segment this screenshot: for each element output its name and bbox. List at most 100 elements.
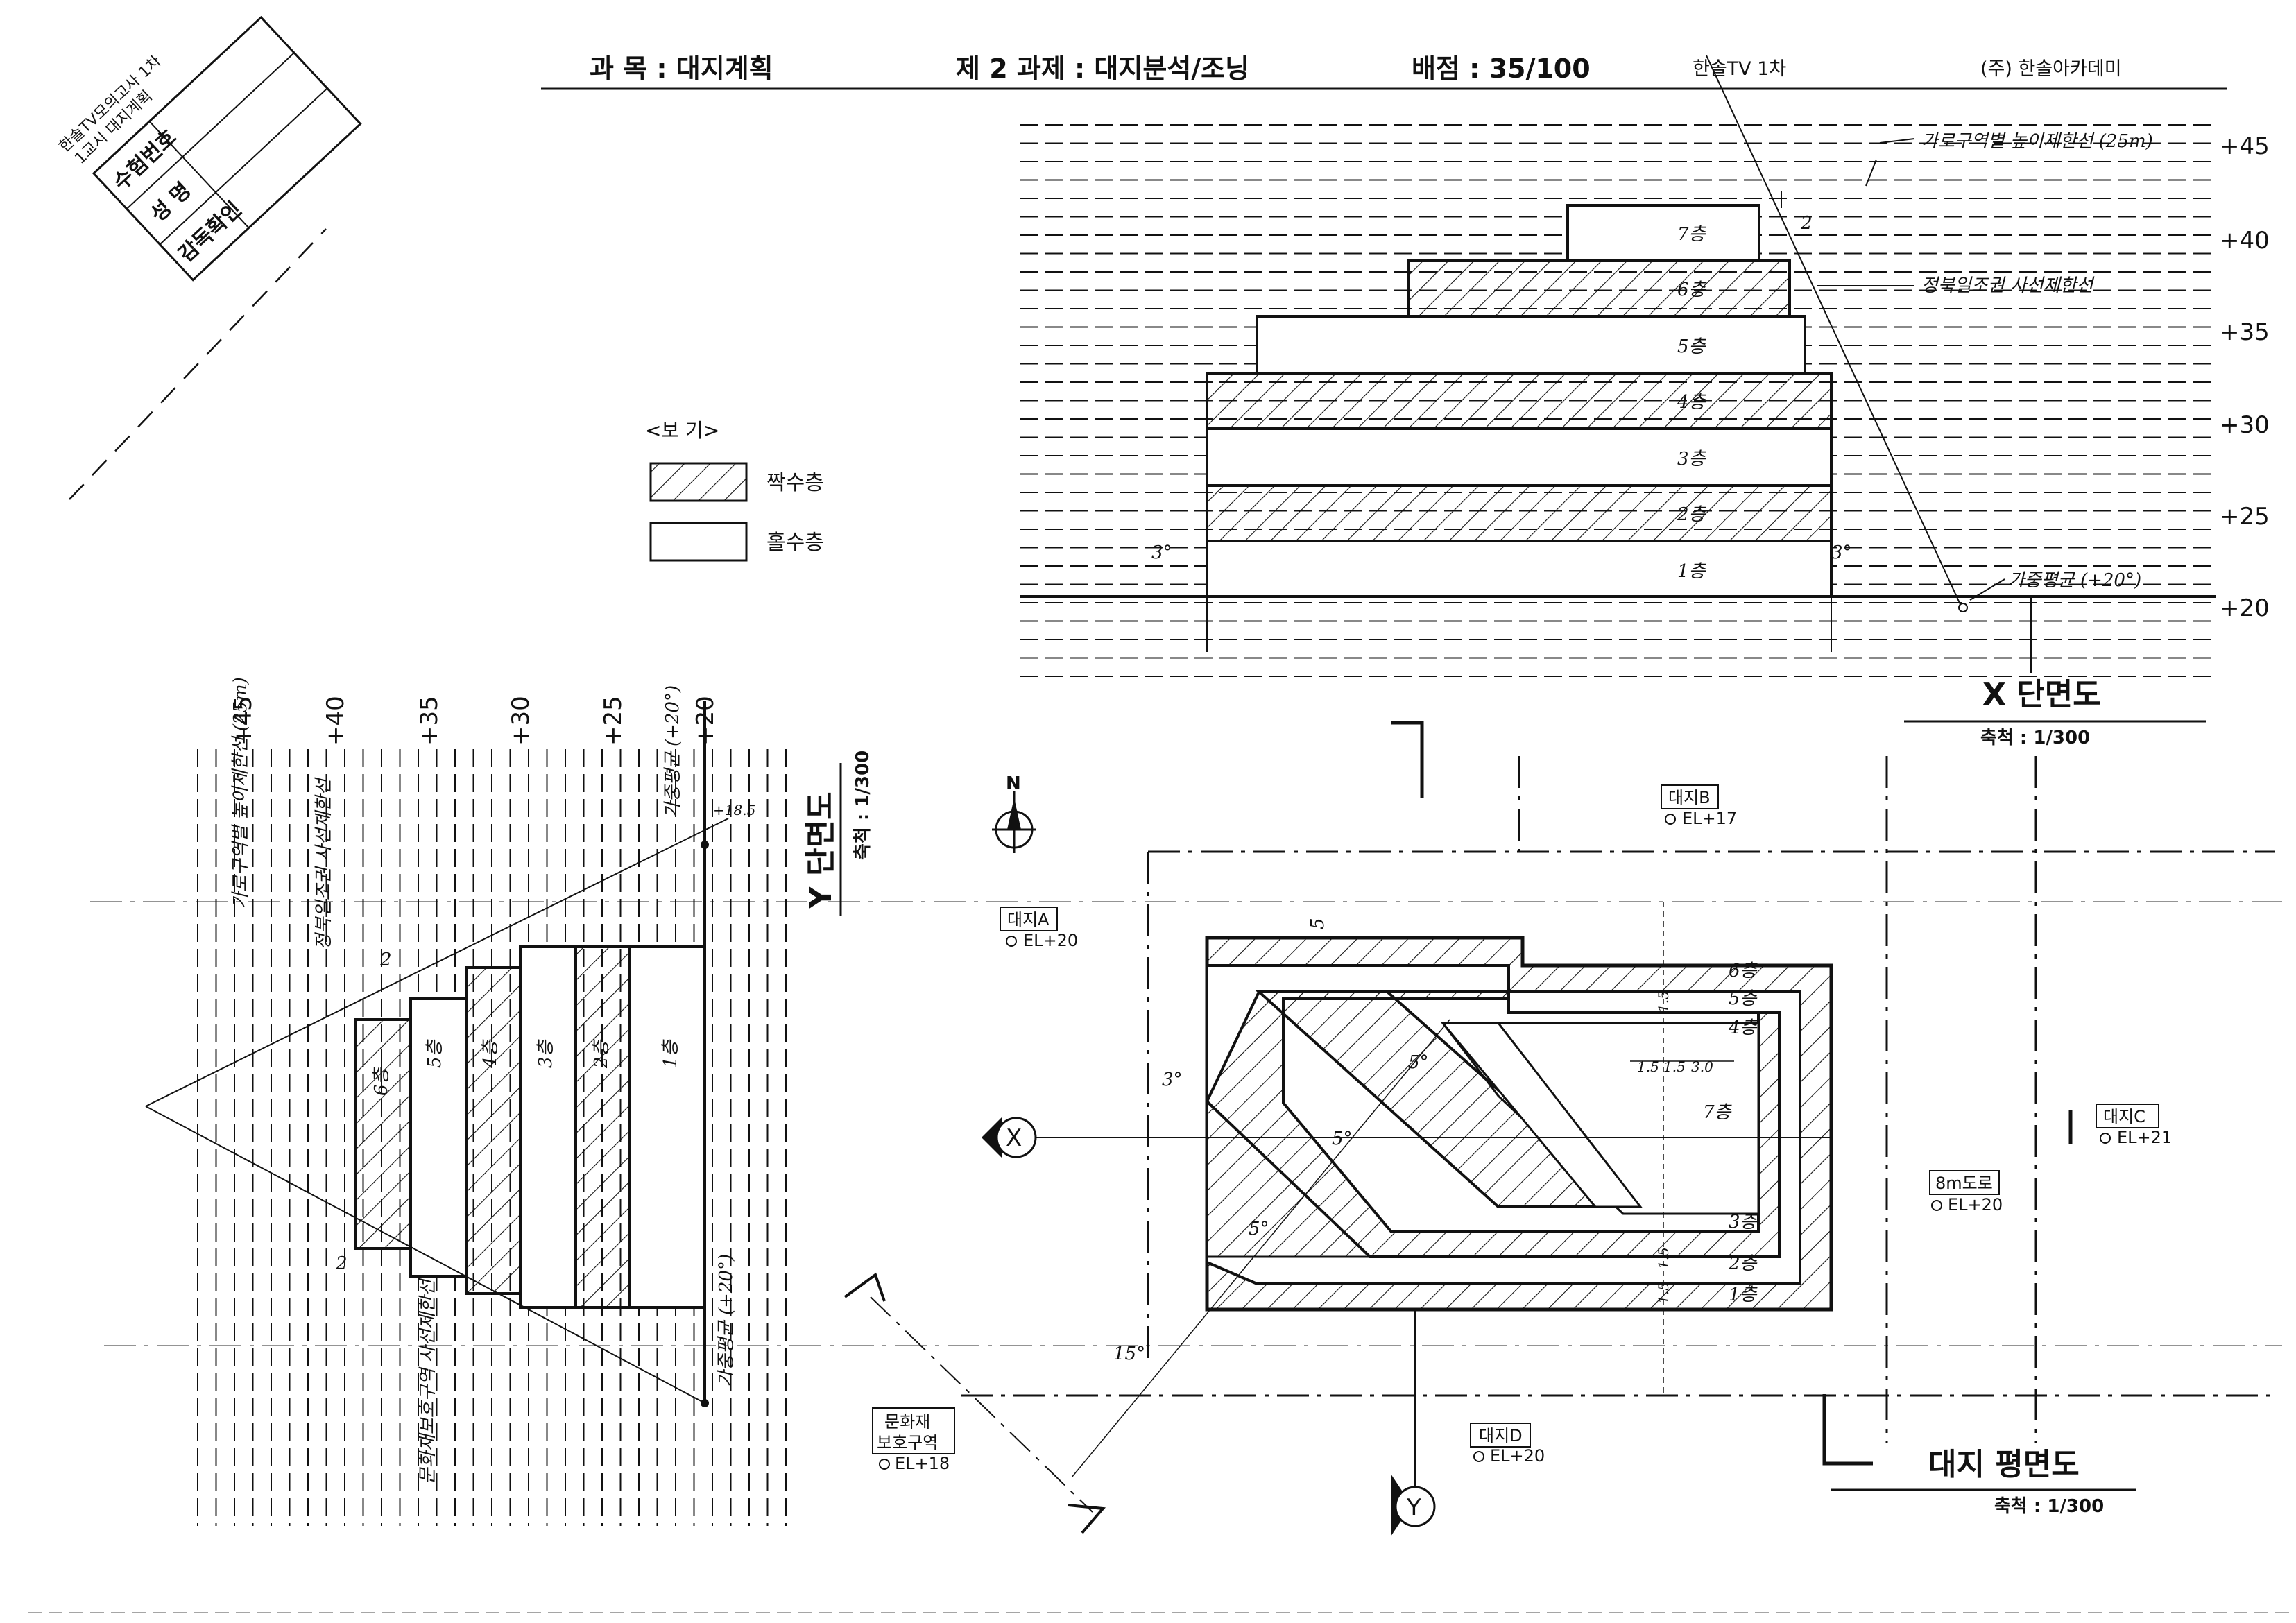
arrow-down-right-icon [1068,1504,1106,1534]
x-floor-label-4: 4층 [1677,392,1707,413]
svg-text:EL+20: EL+20 [1023,931,1078,950]
legend-title: <보 기> [645,419,719,442]
y-marker-label: Y [1406,1494,1421,1522]
x-section-scale: 축척 : 1/300 [1980,728,2090,748]
x-note-height-limit: 가로구역별 높이제한선 (25m) [1921,131,2153,152]
svg-text:대지C: 대지C [2103,1107,2145,1126]
svg-text:보호구역: 보호구역 [877,1433,938,1452]
x-floor-label-3: 3층 [1677,449,1707,470]
x-floor-label-6: 6층 [1677,280,1707,300]
svg-text:EL+18: EL+18 [895,1454,950,1473]
plan-floor-7: 7층 [1703,1102,1733,1123]
y-section-scale: 축척 : 1/300 [853,750,873,860]
legend-odd-label: 홀수층 [766,531,824,555]
y-floor-label-5: 5층 [425,1038,445,1068]
source-text: 한솔TV 1차 [1693,58,1786,80]
north-label: N [1006,773,1021,794]
x-note-sunlight: 정북일조권 사선제한선 [1921,275,2096,296]
y-note-sunlight: 정북일조권 사선제한선 [314,776,334,950]
heritage-label: 문화재 보호구역 EL+18 [872,1407,955,1473]
x-dim-3b: 3° [1831,542,1852,563]
site-plan: 6층 5층 4층 7층 3층 2층 1층 5 3° 5° 5° 5° 15° 1… [90,721,2282,1536]
plan-dim-15: 15° [1113,1343,1145,1364]
x-floor-6 [1407,259,1791,318]
site-label-c: 대지C EL+21 [2096,1104,2172,1147]
plan-dim-5a: 5° [1408,1052,1429,1073]
y-dim-2a: 2 [379,950,392,970]
x-level-35: +35 [2220,318,2270,346]
y-floor-label-4: 4층 [480,1038,501,1069]
x-floor-4 [1206,372,1833,430]
y-floor-6 [354,1018,412,1250]
x-floor-1 [1206,540,1833,598]
y-floor-label-1: 1층 [660,1038,681,1068]
site-label-d: 대지D EL+20 [1470,1423,1545,1466]
header: 과 목 : 대지계획 제 2 과제 : 대지분석/조닝 배점 : 35/100 … [541,53,2227,90]
stamp-frame [92,15,362,282]
stamp-name: 성 명 [146,178,196,227]
y-marker: Y [1391,1309,1436,1536]
x-floor-7 [1566,204,1760,262]
y-section: 1층 2층 3층 4층 5층 6층 +18.5 2 2 가로구역별 높이제한선 … [145,677,873,1526]
elevation-icon [1665,814,1676,825]
site-label-a: 대지A EL+20 [1000,907,1078,950]
x-floor-2 [1206,484,1833,542]
y-floor-1 [628,945,706,1309]
task-title: 제 2 과제 : 대지분석/조닝 [956,53,1249,84]
svg-text:대지A: 대지A [1007,910,1050,929]
y-floor-3 [519,945,577,1309]
x-note-ground: 가중평균 (+20°) [2008,570,2141,591]
x-level-45: +45 [2220,132,2270,160]
y-sunlight-slant-bottom [145,1106,708,1405]
y-section-title: Y 단면도 [803,791,839,909]
legend-even-label: 짝수층 [766,471,824,495]
arrow-up-left-icon [843,1272,886,1302]
x-floor-label-7: 7층 [1677,224,1707,245]
x-section-title: X 단면도 [1982,677,2101,712]
svg-text:문화재: 문화재 [884,1412,930,1432]
y-floor-label-2: 2층 [591,1038,612,1069]
stamp-exam-no: 수험번호 [109,125,182,195]
y-level-20: +20 [692,696,719,746]
x-level-40: +40 [2220,227,2270,255]
svg-text:EL+17: EL+17 [1682,809,1737,828]
legend: <보 기> 짝수층 홀수층 [645,419,824,562]
y-note-heritage: 문화재보호구역 사선제한선 [418,1278,438,1484]
svg-text:EL+20: EL+20 [1490,1446,1545,1466]
publisher-text: (주) 한솔아카데미 [1980,58,2122,80]
svg-text:대지D: 대지D [1479,1426,1523,1445]
y-floor-2 [574,945,631,1309]
legend-even-swatch [649,462,748,502]
svg-text:8m도로: 8m도로 [1935,1174,1993,1193]
y-floor-5 [409,997,468,1278]
x-level-20: +20 [2220,594,2270,622]
elevation-icon [1473,1451,1484,1462]
legend-odd-swatch [649,522,748,562]
subject-title: 과 목 : 대지계획 [590,53,773,84]
elevation-icon [1006,936,1017,947]
plan-floor-4: 4층 [1728,1017,1758,1038]
y-floor-4 [465,966,522,1295]
plan-corner-mark-top [1391,721,1424,798]
x-floor-5 [1256,315,1806,375]
svg-text:대지B: 대지B [1668,788,1711,807]
plan-floor-3: 3층 [1729,1212,1758,1233]
plan-dim-5b: 5° [1332,1128,1353,1149]
y-level-45: +45 [230,696,257,746]
stamp-cut-line [69,228,327,500]
x-floor-3 [1206,427,1833,487]
plan-title: 대지 평면도 [1928,1447,2080,1482]
y-note-height-limit: 가로구역별 높이제한선 (25m) [230,677,251,909]
x-marker-label: X [1006,1124,1022,1152]
north-arrow: N [992,773,1036,853]
stamp-supervisor: 감독확인 [174,197,247,267]
road-label: 8m도로 EL+20 [1929,1170,2003,1214]
plan-floor-1: 1층 [1729,1285,1758,1305]
elevation-icon [1931,1200,1942,1211]
score-text: 배점 : 35/100 [1412,53,1591,84]
plan-floor-2: 2층 [1728,1253,1758,1274]
plan-scale: 축척 : 1/300 [1994,1496,2104,1517]
elevation-icon [879,1459,890,1470]
x-sunlight-slant [1706,55,1964,611]
